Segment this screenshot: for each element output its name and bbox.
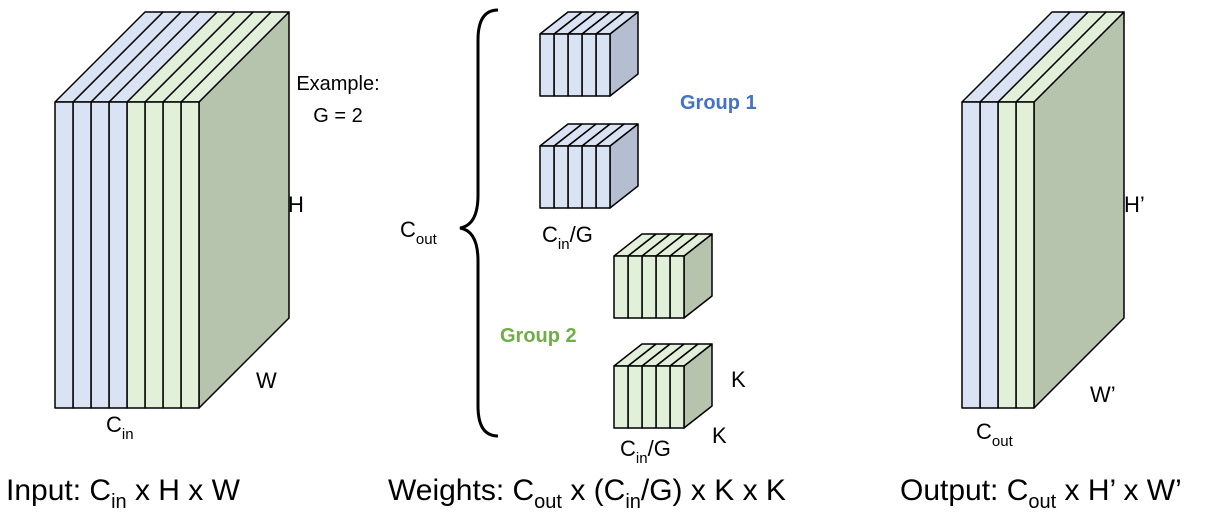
slab-front	[126, 101, 146, 409]
output-caption: Output: Cout x H’ x W’	[900, 474, 1182, 513]
group2-cin-g-label: Cin/G	[620, 436, 671, 467]
output-h-label: H’	[1124, 192, 1145, 217]
group1-filter-1	[539, 11, 639, 97]
slab-front	[595, 33, 611, 97]
slab-front	[997, 101, 1017, 409]
slab-front	[581, 145, 597, 209]
slab-front	[1015, 101, 1035, 409]
slab-front	[54, 101, 74, 409]
input-h-label: H	[288, 192, 304, 217]
slab-front	[162, 101, 182, 409]
slab-front	[655, 255, 671, 319]
slab-front	[669, 255, 685, 319]
slab-front	[72, 101, 92, 409]
output-tensor-block	[961, 11, 1125, 409]
slab-front	[90, 101, 110, 409]
slab-front	[641, 255, 657, 319]
input-caption: Input: Cin x H x W	[6, 474, 241, 513]
slab-front	[613, 365, 629, 429]
slab-front	[567, 33, 583, 97]
kernel-k-label-right: K	[731, 367, 746, 392]
slab-front	[108, 101, 128, 409]
slab-front	[539, 145, 555, 209]
input-tensor-block	[54, 11, 290, 409]
group2-filter-1	[613, 233, 713, 319]
weights-caption: Weights: Cout x (Cin/G) x K x K	[388, 474, 786, 513]
slab-front	[553, 33, 569, 97]
output-cout-label: Cout	[976, 419, 1014, 450]
group1-cin-g-label: Cin/G	[542, 222, 593, 253]
slab-front	[627, 255, 643, 319]
slab-front	[641, 365, 657, 429]
group2-label: Group 2	[500, 325, 577, 347]
slab-front	[961, 101, 981, 409]
slab-front	[627, 365, 643, 429]
slab-front	[553, 145, 569, 209]
slab-front	[581, 33, 597, 97]
input-w-label: W	[256, 368, 277, 393]
group1-filter-2	[539, 123, 639, 209]
slab-front	[539, 33, 555, 97]
input-cin-label: Cin	[106, 412, 134, 443]
slab-front	[567, 145, 583, 209]
slab-front	[655, 365, 671, 429]
slab-front	[613, 255, 629, 319]
example-label: Example:	[296, 73, 379, 95]
slab-front	[669, 365, 685, 429]
group2-filter-2	[613, 343, 713, 429]
kernel-k-label-depth: K	[712, 423, 727, 448]
slab-front	[144, 101, 164, 409]
cout-brace	[459, 8, 499, 438]
slab-front	[595, 145, 611, 209]
slab-front	[180, 101, 200, 409]
cout-label: Cout	[400, 217, 438, 248]
group1-label: Group 1	[680, 92, 757, 114]
slab-front	[979, 101, 999, 409]
example-g-value: G = 2	[313, 105, 362, 127]
output-w-label: W’	[1090, 382, 1116, 407]
